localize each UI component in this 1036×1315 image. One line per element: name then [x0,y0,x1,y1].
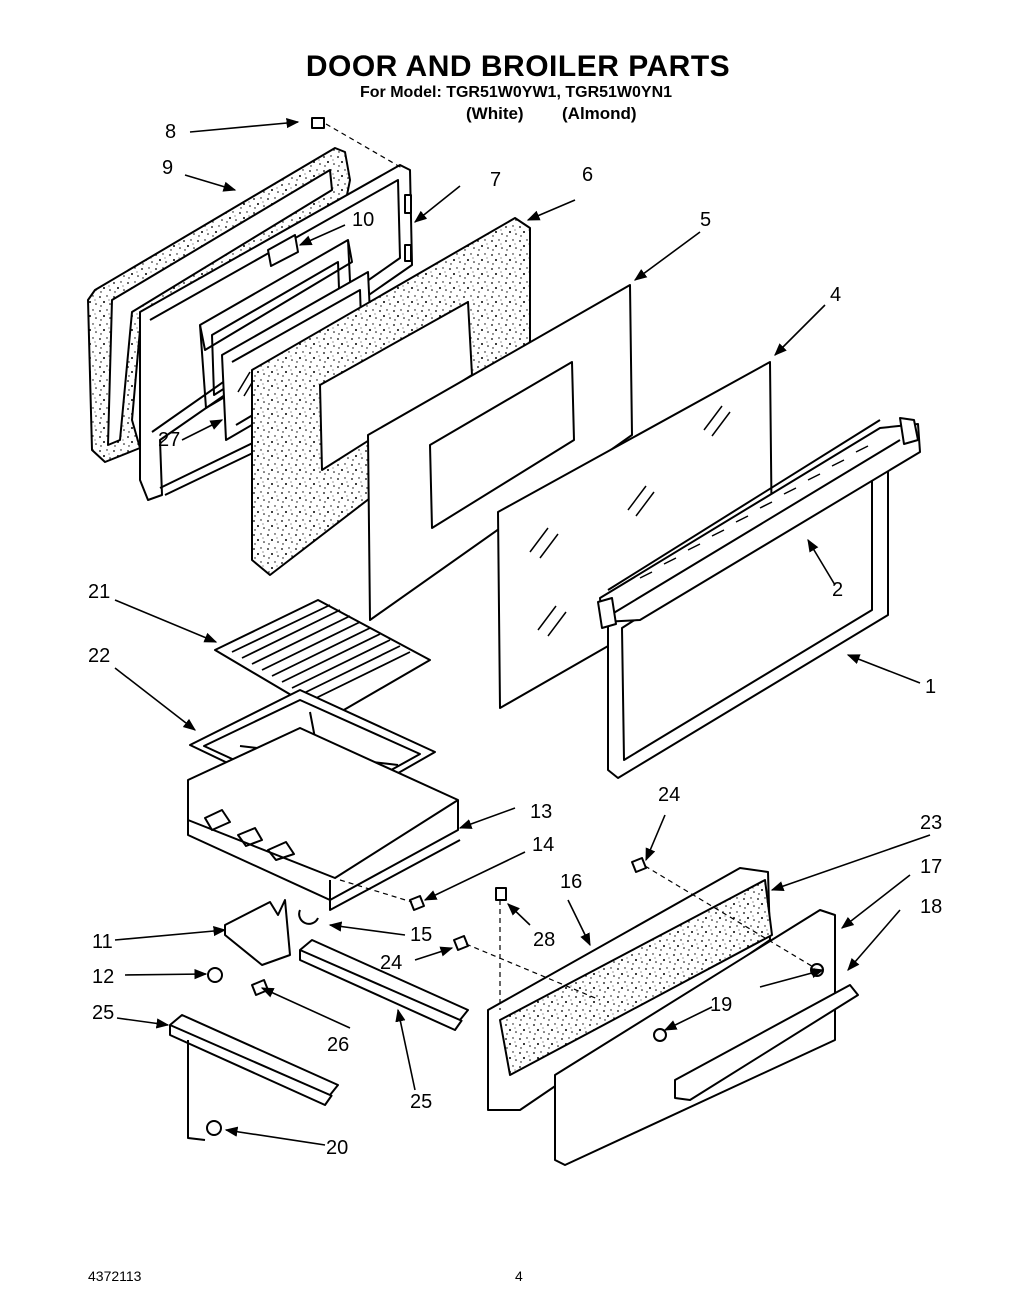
roller [206,1120,222,1136]
drawer-rail-right [299,939,469,1021]
callout-13: 13 [530,801,553,823]
callout-20: 20 [326,1137,349,1159]
callout-22: 22 [88,645,111,667]
callout-21: 21 [88,581,111,603]
hinge-bracket [224,899,291,966]
page-title: DOOR AND BROILER PARTS [305,50,731,83]
callout-17: 17 [920,856,943,878]
callout-16: 16 [560,871,583,893]
callout-28: 28 [533,929,556,951]
drawer-rail-left [169,1014,339,1096]
callout-5: 5 [700,209,712,231]
drawer-handle [674,984,859,1101]
variant-almond: (Almond) [562,104,637,123]
document-number: 4372113 [88,1268,142,1284]
callout-10: 10 [352,209,375,231]
callout-19: 19 [710,994,733,1016]
callout-24a: 24 [658,784,681,806]
drawer-insulation [499,879,773,1076]
callout-6: 6 [582,164,594,186]
callout-27: 27 [158,429,181,451]
callout-7: 7 [490,169,502,191]
callout-14: 14 [532,834,555,856]
page-number: 4 [515,1268,523,1284]
callout-25b: 25 [410,1091,433,1113]
callout-8: 8 [165,121,177,143]
callout-25a: 25 [92,1002,115,1024]
door-gasket [87,147,351,463]
model-numbers: For Model: TGR51W0YW1, TGR51W0YN1 [360,84,673,101]
callout-23: 23 [920,812,943,834]
callout-4: 4 [830,284,842,306]
callout-9: 9 [162,157,174,179]
callout-2: 2 [832,579,844,601]
window-frame [199,239,353,351]
drawer-front-panel [554,909,836,1166]
callout-15: 15 [410,924,433,946]
callout-18: 18 [920,896,943,918]
callout-11: 11 [92,931,113,953]
callout-12: 12 [92,966,115,988]
callout-26: 26 [327,1034,350,1056]
variant-white: (White) [466,104,524,123]
callout-1: 1 [925,676,937,698]
callout-24b: 24 [380,952,403,974]
bumper [207,967,223,983]
